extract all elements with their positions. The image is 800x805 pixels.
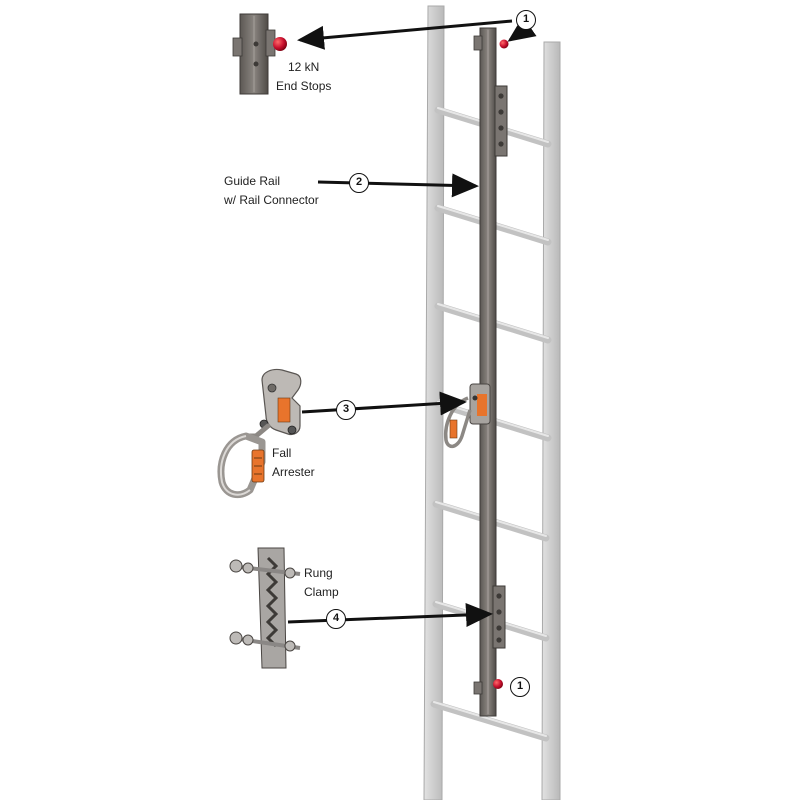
label-fall-arrester-line1: Fall — [272, 446, 292, 460]
callout-fall-arrester: 3 — [336, 400, 356, 420]
clamp-bolt-bottom — [229, 631, 301, 652]
top-end-stop-bracket — [473, 35, 483, 51]
arrow-rung-clamp — [287, 602, 493, 627]
arrow-guide-rail — [317, 173, 479, 198]
ladder-stile-right — [541, 41, 561, 801]
callout-end-stop-top: 1 — [516, 10, 536, 30]
arrow-fall-arrester — [301, 391, 467, 416]
rung-clamp-inset — [229, 547, 301, 669]
end-stop-inset — [232, 13, 287, 95]
end-stop-bottom-ball — [493, 679, 503, 689]
callout-guide-rail: 2 — [349, 173, 369, 193]
label-end-stops-line1: 12 kN — [288, 60, 320, 74]
label-guide-rail-line1: Guide Rail — [224, 174, 281, 188]
guide-rail — [473, 27, 509, 717]
fall-arrester-inset — [217, 368, 302, 499]
label-end-stops-line2: End Stops — [276, 79, 332, 93]
ladder-rung — [430, 700, 550, 742]
label-guide-rail: Guide Rail w/ Rail Connector — [224, 172, 319, 210]
arrow-end-stop — [297, 19, 513, 50]
callout-end-stop-bottom: 1 — [510, 677, 530, 697]
label-rung-clamp-line1: Rung — [304, 566, 333, 580]
label-guide-rail-line2: w/ Rail Connector — [224, 193, 319, 207]
label-rung-clamp: Rung Clamp — [304, 564, 339, 602]
label-rung-clamp-line2: Clamp — [304, 585, 339, 599]
label-end-stops: 12 kN End Stops — [276, 58, 331, 96]
clamp-bolt-top — [229, 559, 301, 579]
label-fall-arrester-line2: Arrester — [272, 465, 315, 479]
end-stop-ball-icon — [273, 37, 287, 51]
end-stop-top-ball — [499, 39, 509, 49]
rail-connector-top — [494, 85, 508, 157]
callout-rung-clamp: 4 — [326, 609, 346, 629]
rail-connector-bottom — [492, 585, 506, 649]
label-fall-arrester: Fall Arrester — [272, 444, 315, 482]
bottom-end-stop-bracket — [473, 681, 483, 695]
